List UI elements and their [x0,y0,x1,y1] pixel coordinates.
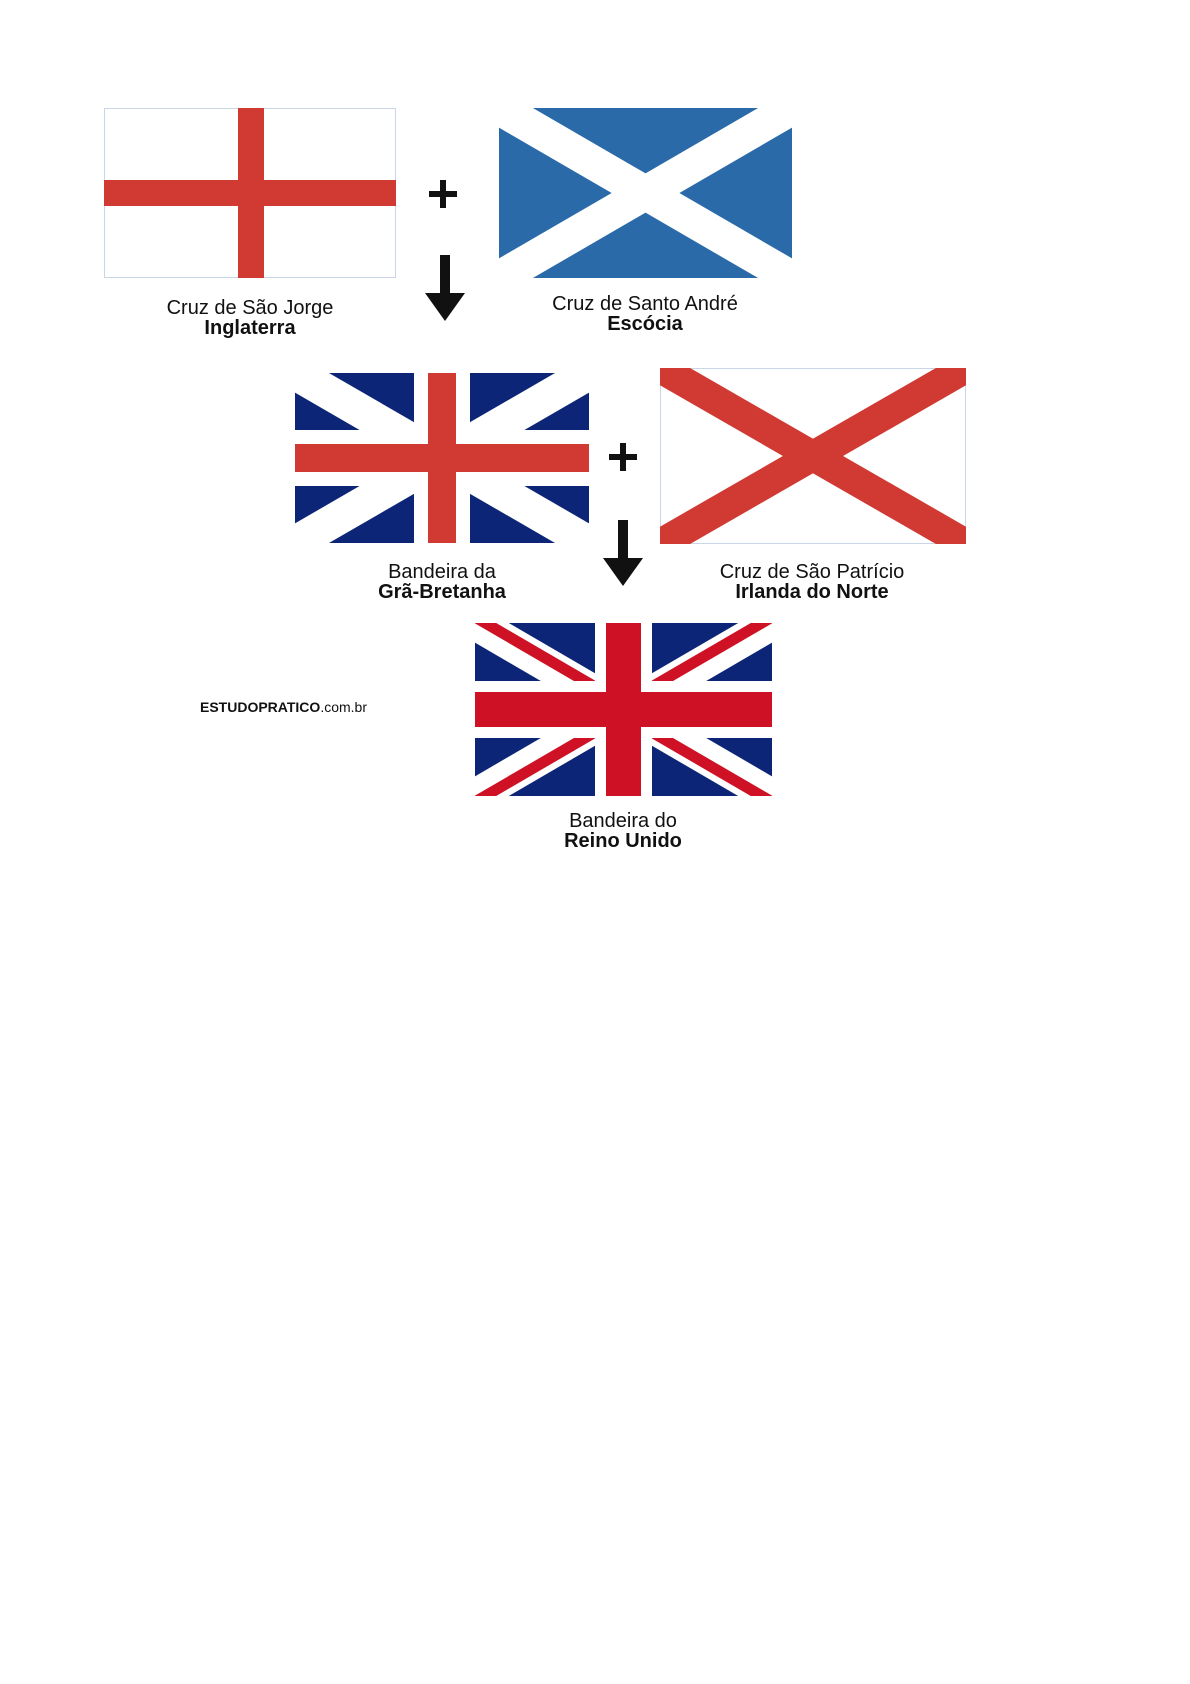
great-britain-caption: Bandeira da Grã-Bretanha [322,562,562,602]
northern-ireland-caption: Cruz de São Patrício Irlanda do Norte [677,562,947,602]
england-caption-country: Inglaterra [130,318,370,338]
scotland-caption: Cruz de Santo André Escócia [525,294,765,334]
northern-ireland-caption-name: Cruz de São Patrício [677,562,947,582]
watermark: ESTUDOPRATICO.com.br [200,699,367,715]
down-arrow-icon [603,520,643,586]
united-kingdom-caption: Bandeira do Reino Unido [503,811,743,851]
watermark-brand: ESTUDOPRATICO [200,699,320,715]
down-arrow-icon [425,255,465,321]
great-britain-caption-name: Bandeira da [322,562,562,582]
united-kingdom-caption-country: Reino Unido [503,831,743,851]
watermark-domain: .com.br [320,699,367,715]
northern-ireland-caption-country: Irlanda do Norte [677,582,947,602]
scotland-caption-name: Cruz de Santo André [525,294,765,314]
england-flag-icon [104,108,396,278]
england-caption-name: Cruz de São Jorge [130,298,370,318]
united-kingdom-caption-name: Bandeira do [503,811,743,831]
scotland-caption-country: Escócia [525,314,765,334]
union-jack-flag-icon [475,623,772,796]
great-britain-caption-country: Grã-Bretanha [322,582,562,602]
great-britain-flag-icon [295,373,589,543]
england-caption: Cruz de São Jorge Inglaterra [130,298,370,338]
northern-ireland-flag-icon [660,368,966,544]
scotland-flag-icon [499,108,792,278]
plus-icon [609,443,637,471]
plus-icon [429,180,457,208]
